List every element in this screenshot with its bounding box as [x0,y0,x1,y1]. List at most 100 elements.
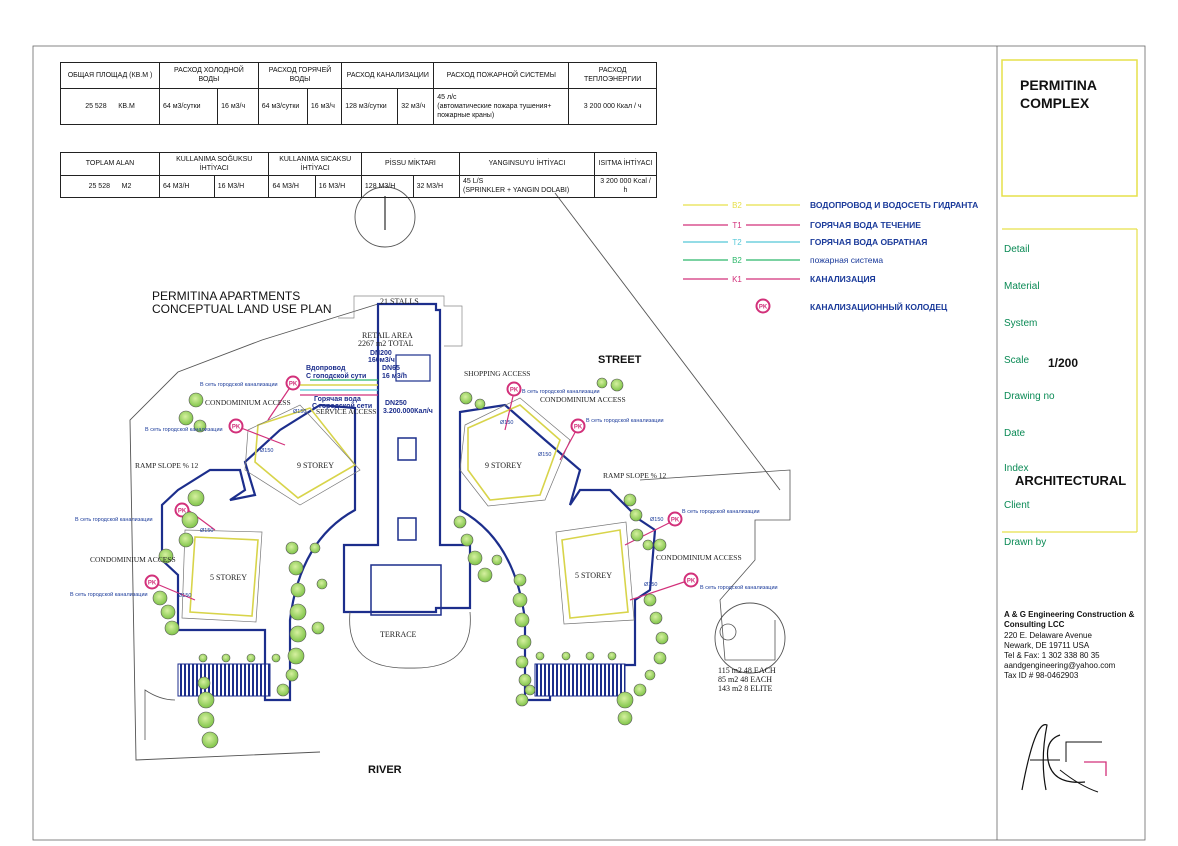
pipe-diameter: Ø150 [178,593,191,599]
retail-label-1: RETAIL AREA [362,331,413,340]
ramp-e: RAMP SLOPE % 12 [603,471,667,480]
tree [524,684,536,696]
tree [193,419,207,433]
units-line2: 85 m2 48 EACH [718,675,772,684]
retail-building [342,302,472,614]
tree [477,567,493,583]
svg-text:PK: PK [232,425,241,431]
ru-header: РАСХОД ПОЖАРНОЙ СИСТЕМЫ [433,62,570,89]
legend-code: K1 [732,275,742,284]
ru-cell: 64 м3/сутки [257,87,308,126]
pipe-label: DN65 [382,365,400,372]
tree [181,511,199,529]
legend-code-bg [728,220,746,229]
tr-header: TOPLAM ALAN [60,152,160,176]
tb-scale-value: 1/200 [1048,356,1079,370]
legend-label: ВОДОПРОВОД И ВОДОСЕТЬ ГИДРАНТА [810,200,979,210]
tb-label-detail: Detail [1004,244,1030,255]
company-email: aandgengineering@yahoo.com [1004,661,1116,670]
tree [653,538,667,552]
tb-label-date: Date [1004,428,1026,439]
shopping-access-label: SHOPPING ACCESS [464,369,530,378]
tree [516,634,532,650]
tr-cell-fire: 45 L/S(SPRINKLER + YANGIN DOLABI) [459,174,596,198]
legend-code-bg [728,237,746,246]
legend-manhole-code: PK [759,305,768,311]
tree [160,604,176,620]
tree [643,593,657,607]
block-e-grey [555,521,635,625]
sewer-note: В сеть городской канализации [700,584,778,591]
tree [515,655,529,669]
sheet-border [32,45,1146,841]
retail-label-2: 2267 m2 TOTAL [358,339,414,348]
stalls-label: 21 STALLS [380,297,419,306]
tree [459,391,473,405]
tree [285,541,299,555]
tr-cell: 32 M3/H [412,174,461,198]
pipe-labels: Вдопровод С гоподской сути DN200 160м3/ч… [306,350,433,415]
ru-cell: 128 м3/сутки [341,87,399,126]
pipe-label: 160м3/ч [368,357,395,364]
site-boundary-left [129,303,379,761]
legend-code-bg [728,255,746,264]
pipe-label: 16 м3/h [382,373,407,380]
tree [607,651,617,661]
pipe-diameter: Ø150 [500,420,513,426]
tree [290,582,306,598]
pipe-diameter: Ø150 [260,448,273,454]
atrium-2 [397,517,417,541]
atrium-1 [397,437,417,461]
tree [630,528,644,542]
manhole-marker: PK [228,418,244,434]
tree [152,590,168,606]
block-nw-9storey [254,407,357,499]
block-ne-grey [459,397,571,507]
pipe-label: Вдопровод [306,365,346,372]
block-w-grey [181,529,263,623]
manhole-marker: PK [506,381,522,397]
legend-manhole-symbol [755,298,771,314]
ramp-w: RAMP SLOPE % 12 [135,461,199,470]
svg-text:PK: PK [671,518,680,524]
manhole-marker: PK [683,572,699,588]
tree [623,493,637,507]
tree [187,489,205,507]
legend-label: КАНАЛИЗАЦИЯ [810,274,876,284]
ru-cell: 16 м3/ч [217,87,259,126]
retail-inner-box [395,354,431,382]
tb-index-value: ARCHITECTURAL [1015,473,1127,488]
tree [535,651,545,661]
tr-header: KULLANIMA SOĞUKSU İHTİYACI [158,152,270,176]
tr-cell: 16 M3/H [213,174,270,198]
manhole-marker: PK [144,574,160,590]
company-tax: Tax ID # 98-0462903 [1004,671,1079,680]
ru-header: РАСХОД КАНАЛИЗАЦИИ [341,62,435,89]
legend-code: T1 [732,221,742,230]
tr-cell: 16 M3/H [314,174,362,198]
roundabout-inner [719,623,737,641]
ru-cell-fire: 45 л/с(автоматические пожара тушения+ по… [433,87,570,126]
tree [644,669,656,681]
svg-text:PK: PK [687,579,696,585]
tree [616,691,634,709]
tree [610,378,624,392]
tree [453,515,467,529]
spec-table-ru: ОБЩАЯ ПЛОЩАД (КВ.М ) РАСХОД ХОЛОДНОЙ ВОД… [60,62,657,126]
legend-code-bg [728,274,746,283]
tr-cell: 64 M3/H [268,174,316,198]
pipe-diameter: Ø150 [644,582,657,588]
tree [561,651,571,661]
pipe-diameter: Ø150 [650,517,663,523]
ru-cell: 3 200 000 Ккал / ч [568,87,657,126]
tree [617,710,633,726]
service-access-label: SERVICE ACCESS [316,407,376,416]
site-boundary-east [639,469,791,661]
company-logo [1021,724,1107,793]
tree [271,653,281,663]
ru-header: РАСХОД ГОРЯЧЕЙ ВОДЫ [257,62,343,89]
tb-label-client: Client [1004,500,1030,511]
company-name-2: Consulting LCC [1004,620,1065,629]
pipe-label: DN250 [385,400,407,407]
tree [198,653,208,663]
